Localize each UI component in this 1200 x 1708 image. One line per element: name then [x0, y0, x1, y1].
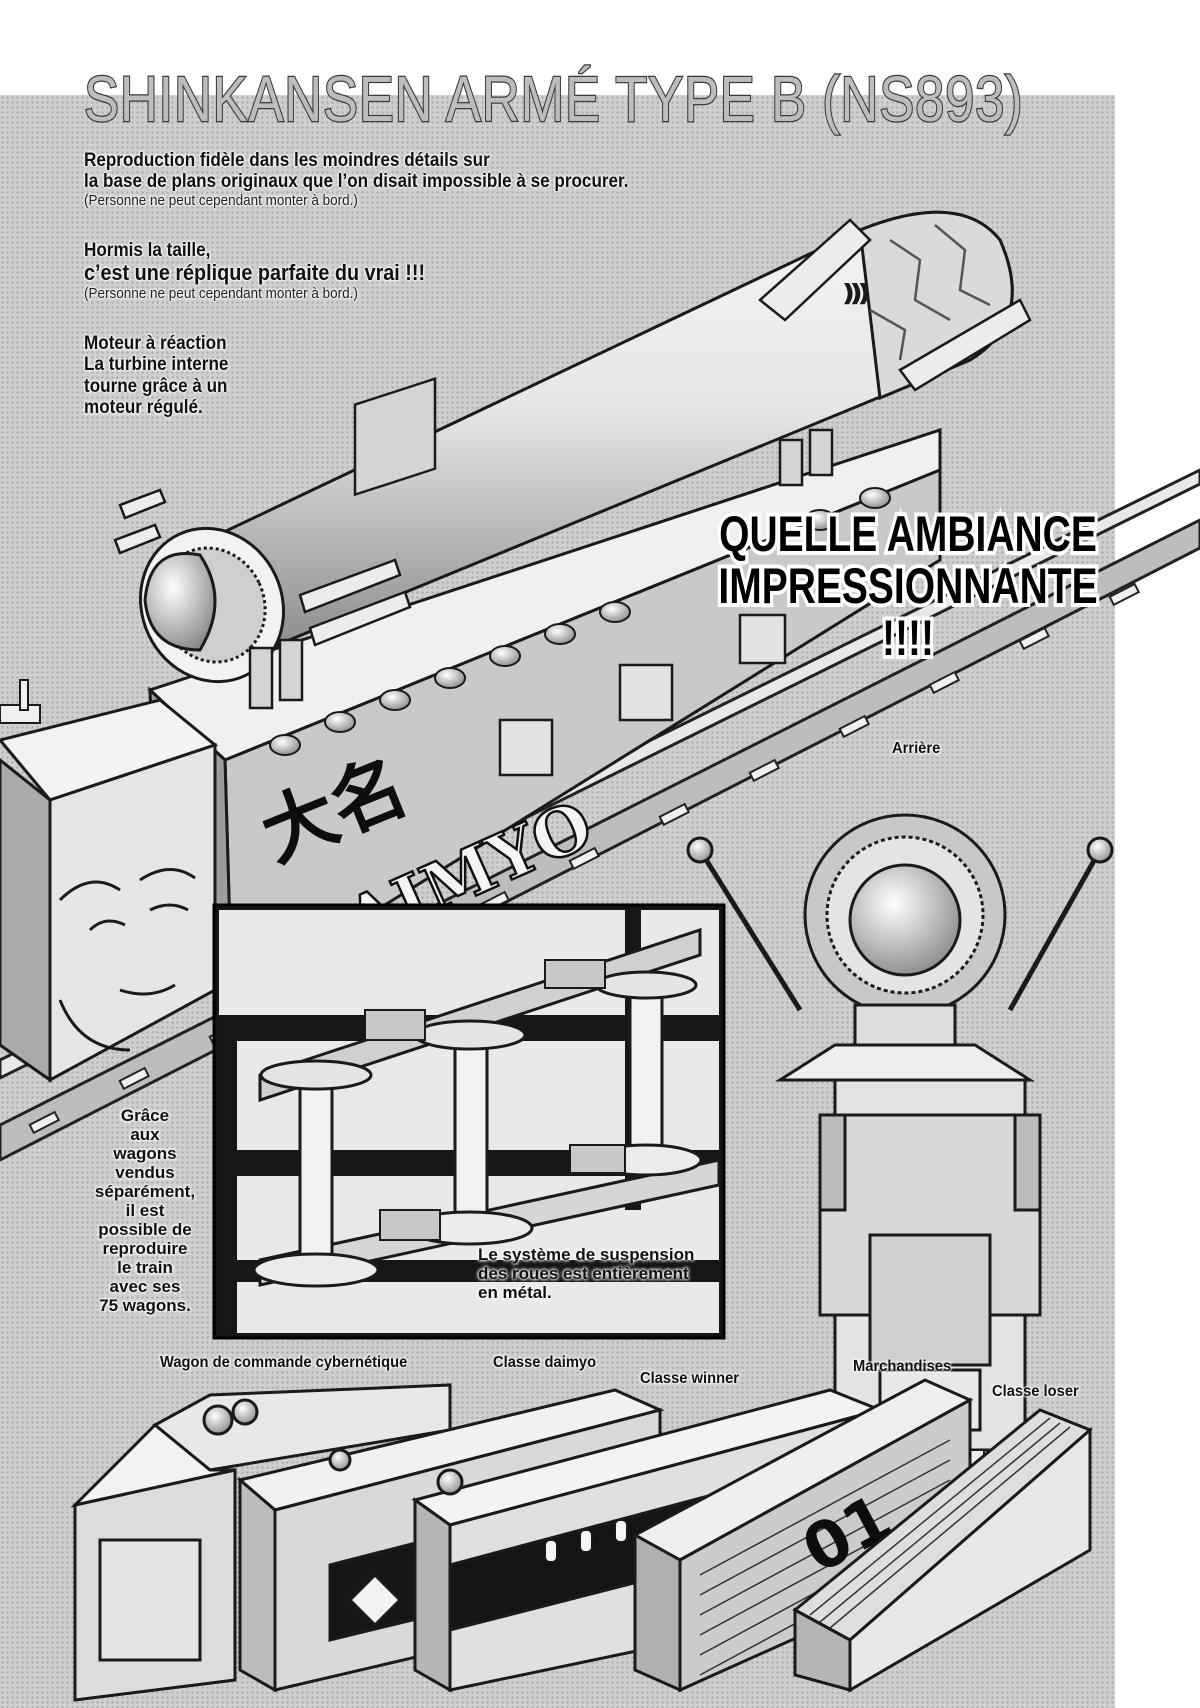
- note-line: Le système de suspension: [478, 1245, 695, 1264]
- note-line: possible de: [98, 1220, 192, 1240]
- description-line: Hormis la taille,: [84, 240, 211, 261]
- description-line: la base de plans originaux que l’on disa…: [84, 171, 629, 193]
- label-freight: Marchandises: [853, 1358, 952, 1375]
- rear-label: Arrière: [892, 740, 941, 757]
- note-line: des roues est entièrement: [478, 1264, 689, 1284]
- note-line: 75 wagons.: [99, 1296, 191, 1316]
- description-line: c’est une réplique parfaite du vrai !!!: [84, 260, 426, 286]
- rear-view: [686, 813, 1114, 1481]
- exclamation-caption: QUELLE AMBIANCE IMPRESSIONNANTE !!!!: [705, 504, 1111, 668]
- note-line: vendus: [115, 1163, 175, 1183]
- label-daimyo-class: Classe daimyo: [493, 1354, 597, 1371]
- note-line: en métal.: [478, 1283, 552, 1303]
- description-line: moteur régulé.: [84, 396, 203, 418]
- description-line: Moteur à réaction: [84, 333, 227, 354]
- exclamation-line: !!!!: [879, 608, 937, 668]
- aside-note: (Personne ne peut cependant monter à bor…: [84, 284, 358, 302]
- description-line: tourne grâce à un: [84, 375, 228, 397]
- note-line: wagons: [113, 1144, 177, 1164]
- note-line: le train: [117, 1258, 173, 1278]
- description-block-3: Moteur à réaction La turbine interne tou…: [84, 333, 244, 418]
- note-line: avec ses: [109, 1277, 181, 1297]
- exclamation-line: QUELLE AMBIANCE: [716, 504, 1100, 564]
- note-line: Grâce: [120, 1106, 170, 1125]
- description-block-2: Hormis la taille, c’est une réplique par…: [84, 240, 463, 303]
- bogie-inset: [212, 903, 726, 1340]
- label-cyber-command-car: Wagon de commande cybernétique: [160, 1354, 408, 1371]
- car-lineup: 01: [70, 1378, 1093, 1702]
- page-title: SHINKANSEN ARMÉ TYPE B (NS893): [83, 62, 1024, 137]
- suspension-note: Le système de suspension des roues est e…: [478, 1245, 718, 1302]
- neighbour-car: [0, 679, 219, 1083]
- description-block-1: Reproduction fidèle dans les moindres dé…: [84, 150, 689, 209]
- note-line: reproduire: [102, 1239, 188, 1259]
- missile: ))): [113, 210, 1032, 710]
- description-line: Reproduction fidèle dans les moindres dé…: [84, 150, 490, 171]
- description-line: La turbine interne: [84, 354, 229, 376]
- note-line: il est: [125, 1201, 165, 1221]
- label-winner-class: Classe winner: [640, 1370, 740, 1387]
- exclamation-line: IMPRESSIONNANTE: [715, 556, 1100, 616]
- wagons-note: Grâce aux wagons vendus séparément, il e…: [80, 1106, 210, 1315]
- label-loser-class: Classe loser: [992, 1383, 1079, 1400]
- note-line: séparément,: [94, 1182, 196, 1202]
- note-line: aux: [130, 1125, 160, 1145]
- svg-text:))): ))): [845, 281, 868, 305]
- aside-note: (Personne ne peut cependant monter à bor…: [84, 191, 358, 209]
